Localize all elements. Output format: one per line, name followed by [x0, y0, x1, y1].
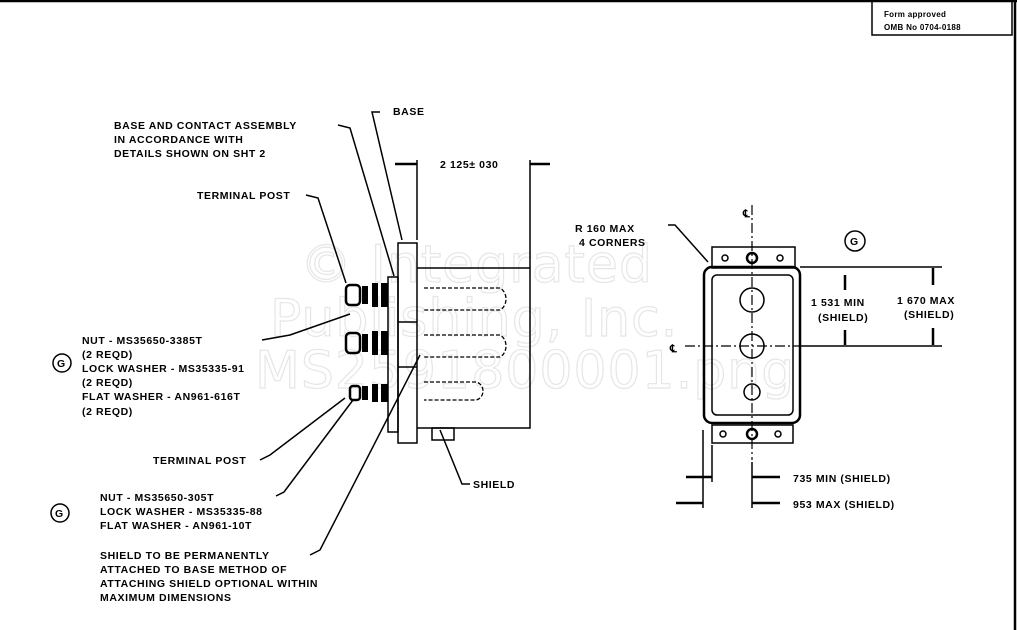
radius-note-corners: 4 CORNERS — [579, 237, 646, 249]
hardware-note-line: (2 REQD) — [82, 406, 133, 418]
hardware-note-line: NUT - MS35650-305T — [100, 492, 214, 504]
omb-number-text: OMB No 0704-0188 — [884, 23, 961, 32]
hardware-note-line: FLAT WASHER - AN961-616T — [82, 391, 241, 403]
terminal-post-label: TERMINAL POST — [197, 190, 290, 202]
shield-note-line: ATTACHING SHIELD OPTIONAL WITHIN — [100, 578, 318, 590]
watermark: © Integrated Publishing, Inc. MS25918000… — [254, 234, 795, 401]
centerline-symbol: ℄ — [669, 343, 678, 355]
callout-g-symbol: G — [850, 236, 859, 248]
form-approved-box: Form approved OMB No 0704-0188 — [871, 0, 1013, 36]
hardware-note-line: NUT - MS35650-3385T — [82, 335, 203, 347]
length-dimension: 2 125± 030 — [440, 159, 498, 171]
hardware-note-line: (2 REQD) — [82, 349, 133, 361]
max-width-dimension: 953 MAX (SHIELD) — [793, 499, 895, 511]
min-width-dimension: 735 MIN (SHIELD) — [793, 473, 891, 485]
base-assembly-note-line: IN ACCORDANCE WITH — [114, 134, 243, 146]
watermark-line-2: Publishing, Inc. — [270, 289, 678, 349]
callout-g-symbol: G — [57, 358, 66, 370]
shield-note-line: SHIELD TO BE PERMANENTLY — [100, 550, 270, 562]
shield-label: SHIELD — [473, 479, 515, 491]
max-height-dimension-qualifier: (SHIELD) — [904, 309, 954, 321]
shield-body — [417, 267, 531, 429]
min-height-dimension-qualifier: (SHIELD) — [818, 312, 868, 324]
terminal-post-label: TERMINAL POST — [153, 455, 246, 467]
hardware-note-line: (2 REQD) — [82, 377, 133, 389]
watermark-line-3: MS2591800001.png — [255, 341, 795, 401]
shield-note-line: MAXIMUM DIMENSIONS — [100, 592, 232, 604]
base-label: BASE — [393, 106, 425, 118]
callout-g-symbol: G — [55, 508, 64, 520]
base-assembly-note-line: DETAILS SHOWN ON SHT 2 — [114, 148, 266, 160]
end-view: ℄ ℄ 1 531 MIN (SHIELD) 1 670 MAX (SHIELD… — [575, 205, 955, 511]
terminal-hole-1 — [739, 287, 765, 313]
base-assembly-note-line: BASE AND CONTACT ASSEMBLY — [114, 120, 297, 132]
centerline-symbol: ℄ — [742, 208, 751, 220]
hardware-note-line: LOCK WASHER - MS35335-88 — [100, 506, 263, 518]
radius-note: R 160 MAX — [575, 223, 635, 235]
terminal-post-3 — [348, 384, 388, 402]
hardware-note-line: FLAT WASHER - AN961-10T — [100, 520, 252, 532]
terminal-post-1 — [344, 283, 388, 307]
max-height-dimension: 1 670 MAX — [897, 295, 955, 307]
terminal-post-2 — [344, 331, 388, 355]
min-height-dimension: 1 531 MIN — [811, 297, 865, 309]
side-view: 2 125± 030 BASE AND CONTACT ASSEMBLY IN … — [50, 106, 550, 604]
form-approved-text: Form approved — [884, 10, 946, 19]
hardware-note-line: LOCK WASHER - MS35335-91 — [82, 363, 245, 375]
shield-note-line: ATTACHED TO BASE METHOD OF — [100, 564, 287, 576]
